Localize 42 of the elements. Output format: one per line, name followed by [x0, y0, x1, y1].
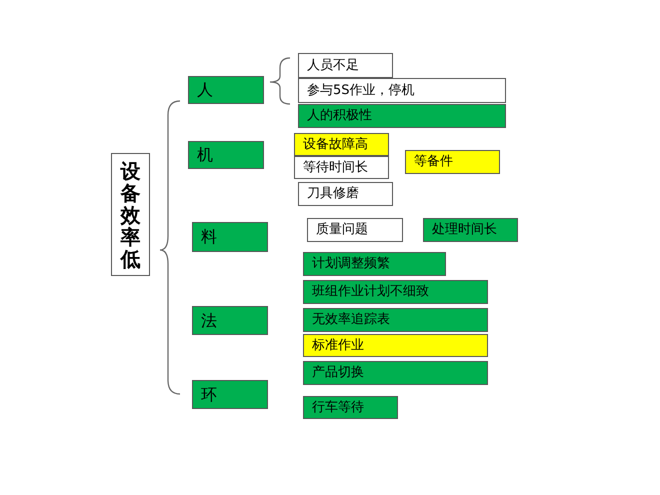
cause-box: [294, 133, 389, 156]
root-box: [111, 153, 150, 276]
cause-box: [298, 53, 393, 78]
cause-box: [303, 252, 446, 276]
cause-box: [303, 308, 488, 332]
node-label: 计划调整频繁: [312, 255, 390, 274]
node-label: 等待时间长: [303, 158, 368, 177]
cause-box: [303, 361, 488, 385]
node-label: 处理时间长: [432, 221, 497, 240]
category-box: [192, 380, 268, 409]
node-label: 等备件: [414, 153, 453, 172]
cause-box: [303, 280, 488, 304]
cause-box: [303, 334, 488, 357]
node-label: 人员不足: [307, 56, 359, 75]
node-label: 班组作业计划不细致: [312, 283, 429, 302]
cause-box: [423, 218, 518, 242]
node-label: 人的积极性: [307, 107, 372, 126]
node-label: 标准作业: [312, 336, 364, 355]
cause-box: [303, 396, 398, 419]
cause-box: [298, 78, 506, 103]
node-label: 刀具修磨: [307, 185, 359, 204]
cause-box: [298, 182, 393, 206]
node-label: 设备效率低: [120, 160, 140, 270]
node-label: 产品切换: [312, 364, 364, 382]
category-box: [192, 222, 268, 252]
node-label: 无效率追踪表: [312, 311, 390, 330]
cause-box: [307, 218, 403, 242]
node-label: 法: [201, 310, 217, 332]
category-box: [188, 141, 264, 169]
category-box: [188, 76, 264, 104]
node-label: 机: [197, 144, 213, 166]
node-label: 行车等待: [312, 398, 364, 417]
cause-box: [405, 150, 500, 174]
cause-box: [294, 156, 389, 179]
node-label: 料: [201, 226, 217, 248]
cause-box: [298, 104, 506, 128]
category-box: [192, 306, 268, 335]
node-label: 参与5S作业，停机: [307, 82, 415, 100]
node-label: 质量问题: [316, 221, 368, 240]
node-label: 环: [201, 384, 217, 406]
node-label: 人: [197, 79, 213, 101]
node-label: 设备故障高: [303, 136, 368, 154]
